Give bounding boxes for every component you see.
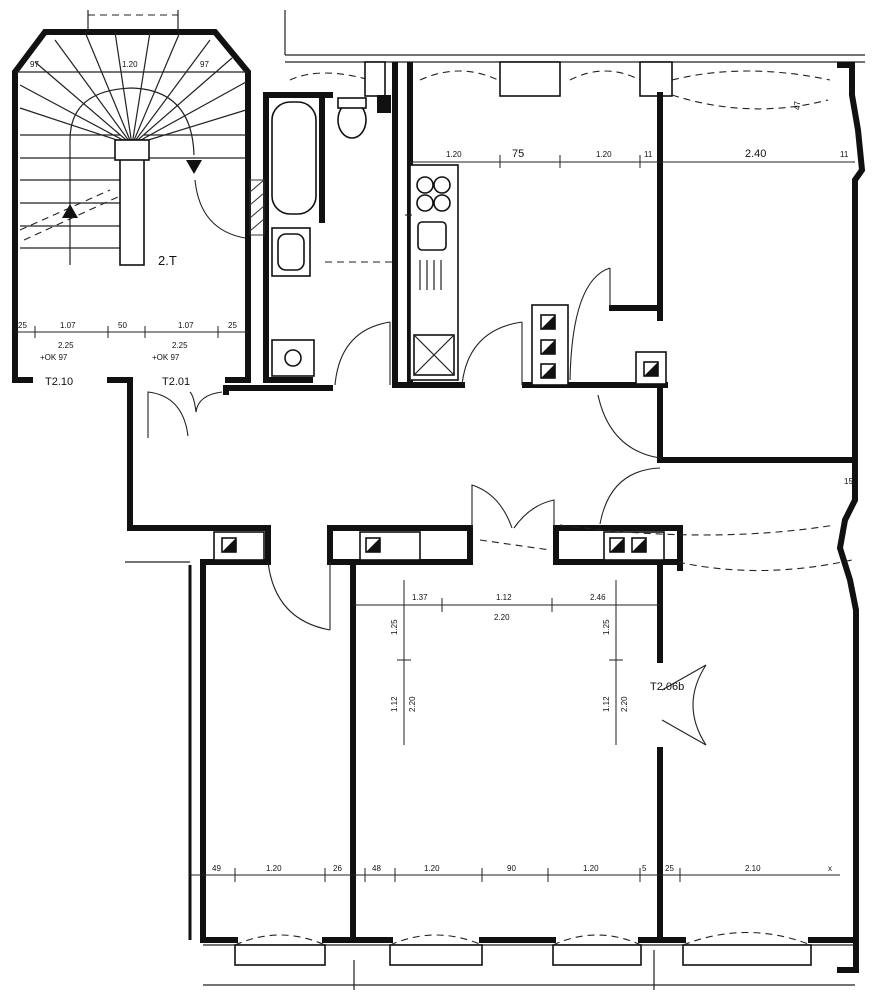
- dim-stair-97-right: 97: [200, 60, 209, 69]
- dim-vert-112b: 1.12: [602, 696, 611, 712]
- dim-room-240: 2.40: [745, 148, 766, 160]
- dim-room-47: 47: [793, 101, 802, 110]
- dim-landing-25a: 25: [18, 321, 27, 330]
- room-label-t206b: T2.06b: [650, 681, 684, 693]
- dim-mid-112: 1.12: [496, 593, 512, 602]
- middle-dimensions: 1.37 1.12 2.20 2.46 1.25 1.12 2.20 1.25 …: [353, 580, 684, 745]
- dim-room-11: 11: [840, 150, 849, 159]
- dim-bot-120a: 1.20: [266, 864, 282, 873]
- dim-landing-ok-a: +OK 97: [40, 353, 68, 362]
- dim-landing-50: 50: [118, 321, 127, 330]
- dim-bot-49: 49: [212, 864, 221, 873]
- dim-vert-125b: 1.25: [602, 619, 611, 635]
- dim-landing-ok-b: +OK 97: [152, 353, 180, 362]
- dim-mid-220: 2.20: [494, 613, 510, 622]
- room-label-t201: T2.01: [162, 376, 190, 388]
- dim-mid-137: 1.37: [412, 593, 428, 602]
- dim-mid-246: 2.46: [590, 593, 606, 602]
- walls: [125, 10, 866, 973]
- bathroom: [249, 95, 395, 386]
- dim-bot-210: 2.10: [745, 864, 761, 873]
- dim-landing-107a: 1.07: [60, 321, 76, 330]
- dim-kitchen-11: 11: [644, 150, 653, 159]
- room-label-t210: T2.10: [45, 376, 73, 388]
- dim-vert-112a: 1.12: [390, 696, 399, 712]
- dim-stair-120: 1.20: [122, 60, 138, 69]
- dim-landing-225a: 2.25: [58, 341, 74, 350]
- dim-room-15: 15: [844, 477, 853, 486]
- dim-bot-120b: 1.20: [424, 864, 440, 873]
- dim-kitchen-120a: 1.20: [446, 150, 462, 159]
- dim-bot-25: 25: [665, 864, 674, 873]
- dim-stair-97-left: 97: [30, 60, 39, 69]
- shafts: [213, 267, 667, 561]
- upper-right-room: 2.40 11 15 47: [671, 94, 853, 486]
- dim-landing-107b: 1.07: [178, 321, 194, 330]
- dim-kitchen-75: 75: [512, 148, 524, 160]
- dim-landing-25b: 25: [228, 321, 237, 330]
- stairwell: 2.T 97 1.20 97: [12, 10, 251, 383]
- dim-bot-48: 48: [372, 864, 381, 873]
- dim-bot-90: 90: [507, 864, 516, 873]
- hall-doors: [267, 394, 853, 746]
- dim-bot-x: x: [828, 864, 832, 873]
- dim-bot-5: 5: [642, 864, 647, 873]
- dim-vert-220b: 2.20: [620, 696, 629, 712]
- dim-kitchen-120b: 1.20: [596, 150, 612, 159]
- dim-bot-26: 26: [333, 864, 342, 873]
- dim-vert-125a: 1.25: [390, 619, 399, 635]
- kitchen: 1.20 75 1.20 11: [405, 148, 855, 386]
- bottom-dimensions: 49 1.20 26 48 1.20 90 1.20 5 25 2.10 x: [190, 864, 858, 990]
- landing: 25 1.07 50 1.07 25 2.25 2.25 +OK 97 +OK …: [12, 321, 251, 438]
- dim-bot-120c: 1.20: [583, 864, 599, 873]
- room-label-stair: 2.T: [158, 253, 177, 268]
- dim-vert-220a: 2.20: [408, 696, 417, 712]
- dim-landing-225b: 2.25: [172, 341, 188, 350]
